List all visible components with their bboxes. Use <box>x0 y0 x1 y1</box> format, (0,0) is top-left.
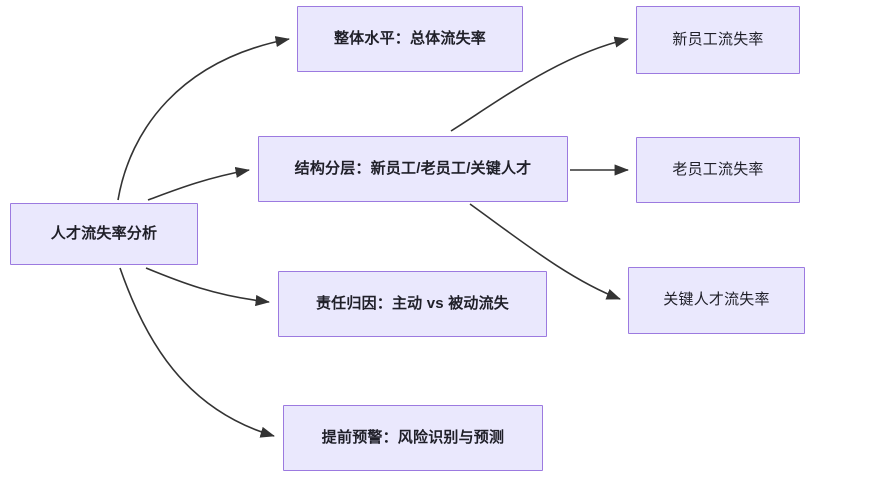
node-label-senior-employee: 老员工流失率 <box>672 160 764 178</box>
node-label-overall: 整体水平：总体流失率 <box>333 29 486 47</box>
node-attribution[interactable]: 责任归因：主动 vs 被动流失 <box>278 271 547 337</box>
node-root[interactable]: 人才流失率分析 <box>10 203 198 265</box>
node-warning[interactable]: 提前预警：风险识别与预测 <box>283 405 543 471</box>
node-label-key-talent: 关键人才流失率 <box>663 291 770 309</box>
node-structure[interactable]: 结构分层：新员工/老员工/关键人才 <box>258 136 568 202</box>
node-key-talent[interactable]: 关键人才流失率 <box>628 267 805 334</box>
node-overall[interactable]: 整体水平：总体流失率 <box>297 6 523 72</box>
edge-root-to-structure <box>147 166 250 201</box>
node-senior-employee[interactable]: 老员工流失率 <box>636 137 800 203</box>
edge-root-to-warning <box>119 267 275 438</box>
node-label-structure: 结构分层：新员工/老员工/关键人才 <box>294 159 532 177</box>
edge-root-to-attribution <box>145 267 270 307</box>
node-label-new-employee: 新员工流失率 <box>672 30 764 48</box>
node-label-warning: 提前预警：风险识别与预测 <box>321 428 505 446</box>
node-new-employee[interactable]: 新员工流失率 <box>636 6 800 74</box>
node-label-root: 人才流失率分析 <box>50 224 158 242</box>
node-label-attribution: 责任归因：主动 vs 被动流失 <box>315 294 510 312</box>
